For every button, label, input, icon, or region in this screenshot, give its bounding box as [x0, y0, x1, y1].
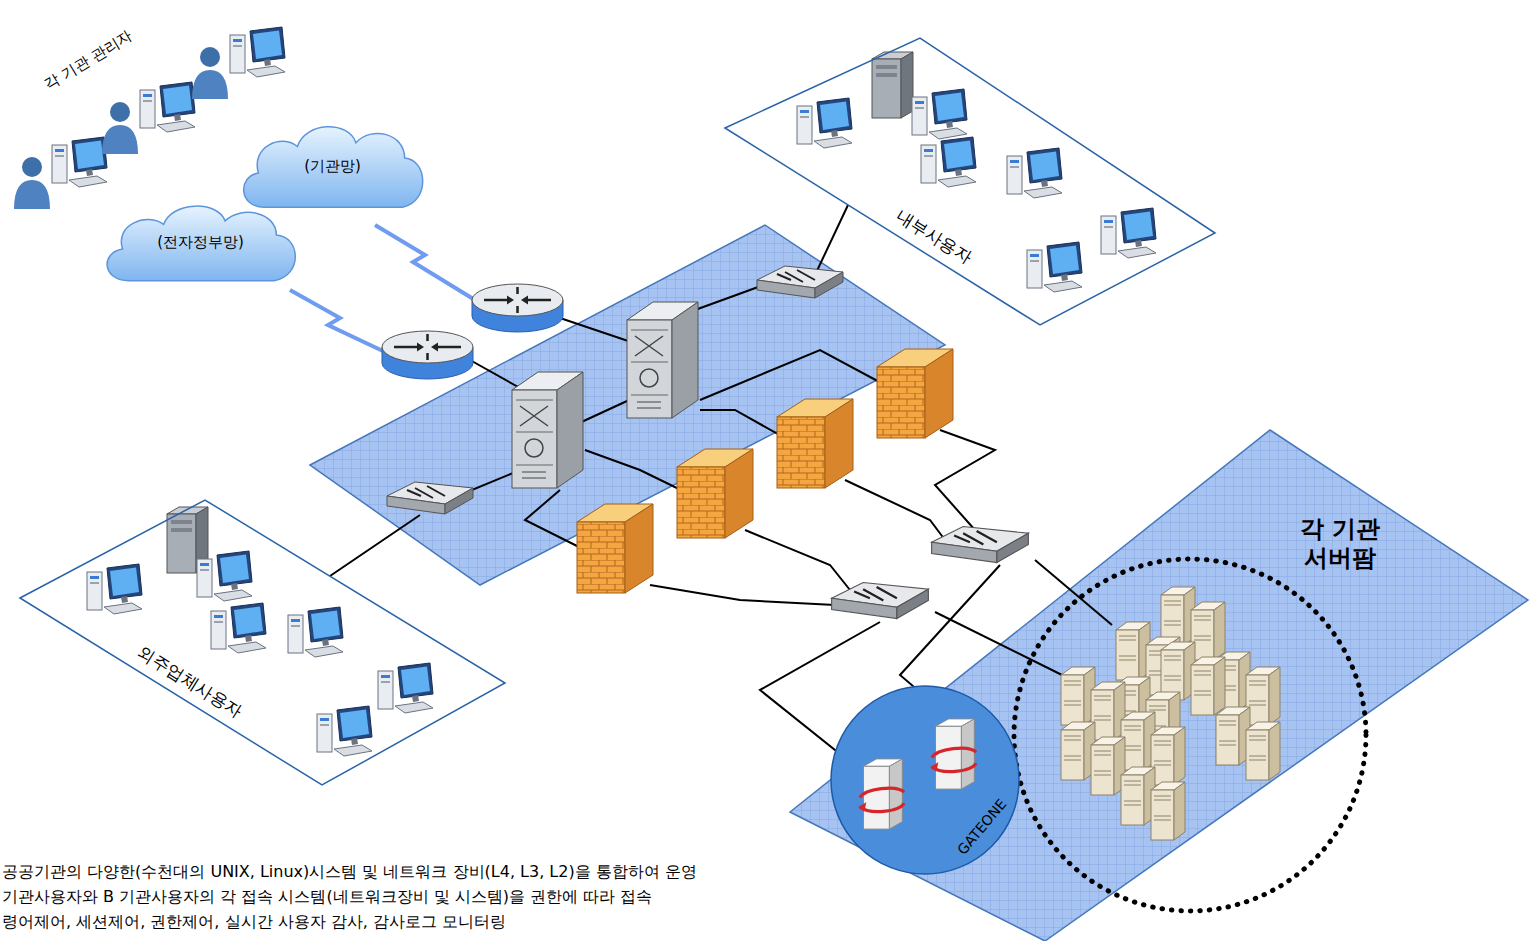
network-cable: [1035, 560, 1112, 625]
rack-server: [1151, 782, 1185, 840]
user-zone-panel: 외주업체사용자: [20, 500, 505, 785]
rack-server: [1191, 657, 1225, 715]
gateway-server: [930, 719, 976, 789]
node-outline: [20, 500, 505, 785]
description-note: 공공기관의 다양한(수천대의 UNIX, Linux)시스템 및 네트워크 장비…: [2, 862, 697, 881]
admin-person: [102, 102, 138, 154]
description-note: 기관사용자와 B 기관사용자의 각 접속 시스템(네트워크장비 및 시스템)을 …: [2, 887, 652, 906]
network-cable: [935, 612, 1062, 675]
router-symbol: [472, 284, 563, 332]
user-pc: [921, 137, 976, 187]
admin-pc: [230, 27, 285, 77]
rack-server: [1246, 722, 1280, 780]
rack-server: [1216, 707, 1250, 765]
user-pc: [211, 603, 266, 653]
group-label: 각 기관 관리자: [41, 27, 136, 94]
firewall-symbol: [877, 349, 953, 438]
zone-outline: [725, 38, 1215, 325]
access-switch-symbol: [757, 266, 843, 298]
network-cable: [935, 430, 995, 530]
rack-server: [1191, 602, 1225, 660]
wan-link: [375, 225, 475, 300]
network-cable: [650, 585, 835, 605]
rack-server: [1246, 667, 1280, 725]
cloud-shape: [244, 127, 423, 208]
network-cable: [815, 205, 848, 275]
rack-server: [1061, 722, 1095, 780]
admin-pc: [140, 82, 195, 132]
core-switch-symbol: [512, 372, 583, 488]
server-symbol: [872, 52, 913, 118]
admin-pc: [52, 137, 107, 187]
rack-server: [1061, 667, 1095, 725]
network-cloud: (전자정부망): [98, 198, 303, 286]
node-label: 외주업체사용자: [134, 642, 246, 722]
user-zone-panel: 내부사용자: [725, 38, 1215, 326]
user-pc: [1101, 208, 1156, 258]
user-pc: [317, 706, 372, 756]
zone-outline: [20, 500, 505, 785]
firewall-symbol: [677, 449, 753, 538]
gateway-server: [858, 759, 904, 829]
l4-switch-symbol: [832, 583, 929, 619]
server-farm: [1061, 587, 1280, 840]
network-cable: [585, 450, 685, 492]
description-note: 령어제어, 세션제어, 권한제어, 실시간 사용자 감사, 감사로그 모니터링: [2, 912, 506, 931]
server-farm-circle: 각 기관 서버팜: [1010, 555, 1370, 915]
node-outline: [1010, 555, 1370, 915]
node-outline: [830, 685, 1020, 875]
router-symbol: [382, 331, 473, 379]
user-pc: [1007, 148, 1062, 198]
gateway-circle-shape: [831, 686, 1019, 874]
rack-server: [1091, 682, 1125, 740]
user-pc: [912, 89, 967, 139]
rack-server: [1151, 727, 1185, 785]
network-cable: [845, 480, 945, 540]
rack-server: [1116, 622, 1150, 680]
network-cable: [525, 490, 585, 550]
node-label: (기관망): [304, 157, 361, 175]
network-cloud: (기관망): [235, 118, 430, 213]
user-pc: [797, 98, 852, 148]
core-switch-symbol: [627, 302, 698, 418]
rack-server: [1161, 587, 1195, 645]
user-pc: [87, 564, 142, 614]
network-cable: [745, 530, 850, 590]
l4-switch-symbol: [932, 527, 1029, 563]
rack-server: [1091, 737, 1125, 795]
dotted-circle: [1014, 559, 1366, 911]
user-pc: [197, 551, 252, 601]
firewall-symbol: [777, 399, 853, 488]
rack-server: [1121, 712, 1155, 770]
network-cable: [470, 360, 520, 388]
user-pc: [288, 607, 343, 657]
admin-person: [192, 47, 228, 99]
network-cable: [700, 350, 885, 400]
network-cable: [700, 410, 785, 438]
firewall-symbol: [577, 504, 653, 593]
wan-link: [290, 290, 385, 352]
admin-person: [14, 157, 50, 209]
network-cable: [330, 515, 420, 576]
user-pc: [378, 663, 433, 713]
cloud-shape: [107, 206, 295, 281]
rack-server: [1161, 642, 1195, 700]
node-label: (전자정부망): [157, 233, 244, 251]
user-pc: [1027, 242, 1082, 292]
node-label: 각 기관 서버팜: [1285, 515, 1395, 573]
node-outline: [725, 38, 1215, 326]
access-switch-symbol: [387, 482, 473, 514]
gateway-circle: GATEONE: [830, 685, 1020, 875]
server-farm-panel: [790, 430, 1528, 941]
rack-server: [1121, 767, 1155, 825]
